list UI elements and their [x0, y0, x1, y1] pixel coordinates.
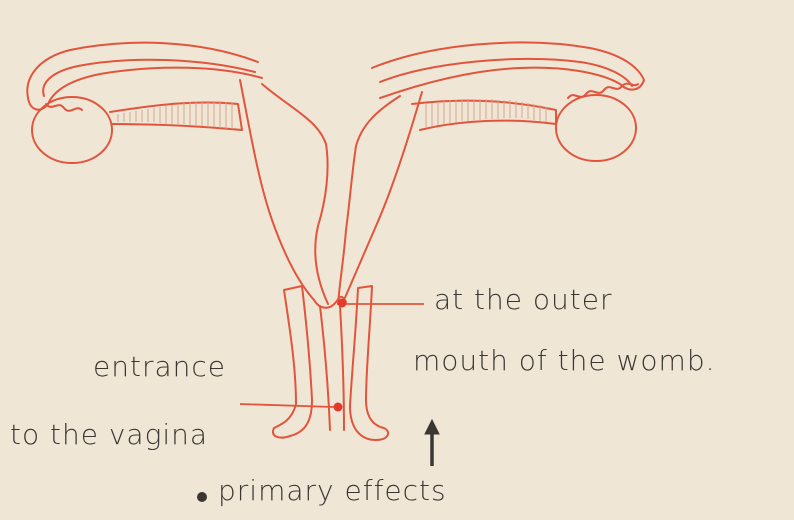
vagina-right-wall	[350, 286, 388, 440]
vagina-entrance-label-line2: to the vagina	[10, 418, 208, 451]
left-ovary	[32, 97, 112, 163]
vagina-leader-line	[240, 404, 334, 407]
bullet-point-icon	[197, 492, 207, 502]
left-fallopian-tube	[27, 43, 262, 110]
right-fallopian-tube-inner	[380, 59, 632, 86]
vagina-marker	[334, 403, 343, 412]
vaginal-canal	[320, 306, 344, 430]
primary-effects-caption: primary effects	[218, 474, 447, 507]
uterus-outer-wall	[240, 80, 422, 300]
left-fimbriae	[46, 104, 82, 111]
uterine-cavity	[262, 84, 400, 304]
outer-mouth-marker	[338, 299, 347, 308]
right-ovary	[556, 95, 636, 161]
vagina-left-wall	[273, 286, 312, 438]
left-fallopian-tube-inner	[43, 60, 255, 96]
vagina-entrance-label-line1: entrance	[93, 350, 226, 383]
outer-mouth-label-line2: mouth of the womb.	[413, 344, 716, 377]
outer-mouth-label-line1: at the outer	[434, 283, 612, 316]
up-arrow-icon	[425, 420, 439, 466]
